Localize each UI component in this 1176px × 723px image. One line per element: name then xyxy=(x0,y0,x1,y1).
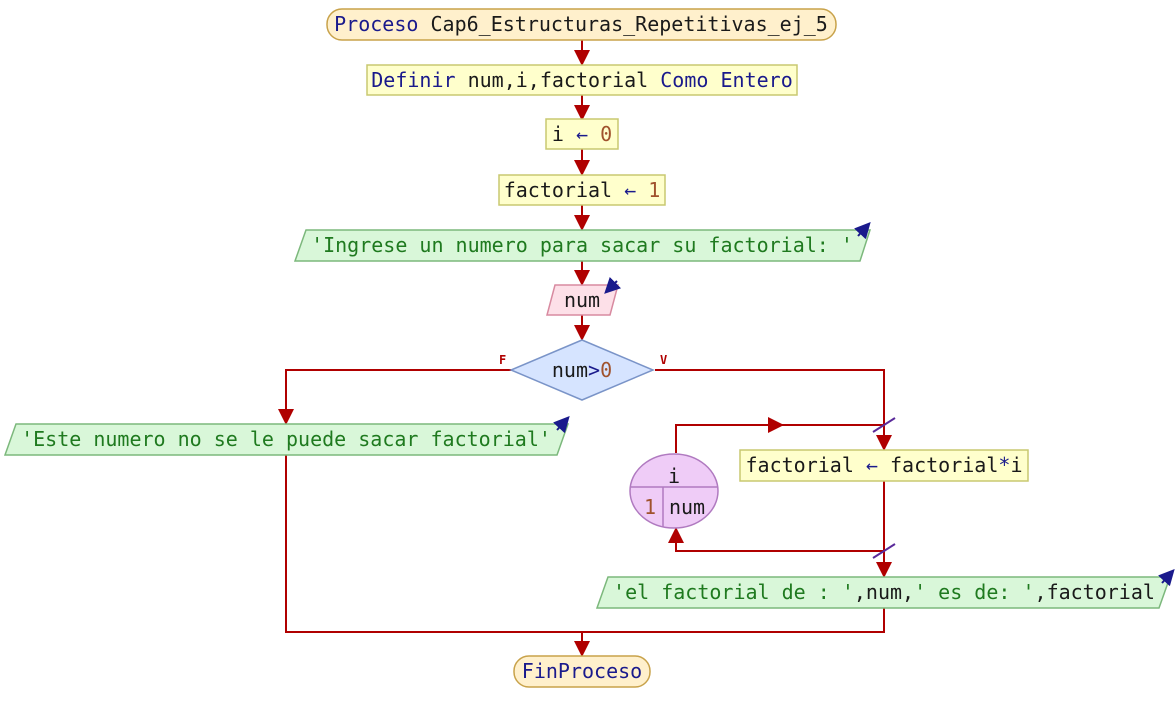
svg-text:Definir num,i,factorial Como E: Definir num,i,factorial Como Entero xyxy=(371,68,792,92)
svg-text:i ← 0: i ← 0 xyxy=(552,122,612,146)
decision-left: num xyxy=(552,358,588,382)
assign-i-arrow: ← xyxy=(576,122,588,146)
loop-var: i xyxy=(668,464,680,488)
output-prompt[interactable]: 'Ingrese un numero para sacar su factori… xyxy=(293,222,872,262)
loop-body-statement[interactable]: factorial ← factorial*i xyxy=(739,449,1029,482)
svg-text:factorial ← 1: factorial ← 1 xyxy=(504,178,661,202)
assign-factorial-var: factorial xyxy=(504,178,612,202)
svg-text:factorial ← factorial*i: factorial ← factorial*i xyxy=(746,453,1023,477)
assign-factorial-arrow: ← xyxy=(624,178,636,202)
output-arrow-icon xyxy=(1158,569,1175,587)
process-name: Cap6_Estructuras_Repetitivas_ej_5 xyxy=(430,12,827,36)
result-c1: , xyxy=(854,580,866,604)
output-arrow-icon xyxy=(854,222,871,240)
loop-from: 1 xyxy=(644,495,656,519)
input-arrow-icon xyxy=(604,276,622,294)
assign-factorial-statement[interactable]: factorial ← 1 xyxy=(498,174,666,206)
output-arrow-icon xyxy=(553,416,570,434)
loop-body-var: factorial xyxy=(746,453,854,477)
result-s1: 'el factorial de : ' xyxy=(613,580,854,604)
input-num[interactable]: num xyxy=(546,276,622,316)
end-terminal[interactable]: FinProceso xyxy=(513,655,651,688)
loop-body-expr-b: i xyxy=(1010,453,1022,477)
result-s2: ' es de: ' xyxy=(914,580,1034,604)
true-label: V xyxy=(660,353,667,367)
result-c3: , xyxy=(1035,580,1047,604)
loop-body-expr-a: factorial xyxy=(890,453,998,477)
svg-text:num>0: num>0 xyxy=(552,358,612,382)
output-error-text: 'Este numero no se le puede sacar factor… xyxy=(21,427,551,451)
assign-factorial-value: 1 xyxy=(648,178,660,202)
decision-right: 0 xyxy=(600,358,612,382)
assign-i-value: 0 xyxy=(600,122,612,146)
end-keyword: FinProceso xyxy=(522,659,642,683)
start-terminal[interactable]: Proceso Cap6_Estructuras_Repetitivas_ej_… xyxy=(326,8,837,41)
svg-text:Proceso Cap6_Estructuras_Repet: Proceso Cap6_Estructuras_Repetitivas_ej_… xyxy=(334,12,828,36)
output-prompt-text: 'Ingrese un numero para sacar su factori… xyxy=(311,233,853,257)
loop-body-op: * xyxy=(998,453,1010,477)
define-type: Entero xyxy=(720,68,792,92)
result-v1: num xyxy=(866,580,902,604)
define-statement[interactable]: Definir num,i,factorial Como Entero xyxy=(366,64,798,96)
for-loop-header[interactable]: i 1 num xyxy=(629,453,719,529)
assign-i-var: i xyxy=(552,122,564,146)
define-como: Como xyxy=(660,68,708,92)
loop-body-arrow: ← xyxy=(866,453,878,477)
result-v2: factorial xyxy=(1047,580,1155,604)
connectors xyxy=(278,40,892,657)
loop-to: num xyxy=(669,495,705,519)
assign-i-statement[interactable]: i ← 0 xyxy=(545,118,619,150)
result-c2: , xyxy=(902,580,914,604)
svg-text:'el factorial de : ',num,' es: 'el factorial de : ',num,' es de: ',fact… xyxy=(613,580,1155,604)
loop-slash-marks xyxy=(872,417,896,559)
output-error[interactable]: 'Este numero no se le puede sacar factor… xyxy=(3,416,570,456)
false-label: F xyxy=(499,353,506,367)
decision-num-gt-0[interactable]: num>0 F V xyxy=(499,339,667,401)
input-num-var: num xyxy=(564,288,600,312)
define-vars: num,i,factorial xyxy=(468,68,649,92)
start-keyword: Proceso xyxy=(334,12,418,36)
output-result[interactable]: 'el factorial de : ',num,' es de: ',fact… xyxy=(595,569,1175,609)
decision-op: > xyxy=(588,358,600,382)
define-keyword: Definir xyxy=(371,68,455,92)
